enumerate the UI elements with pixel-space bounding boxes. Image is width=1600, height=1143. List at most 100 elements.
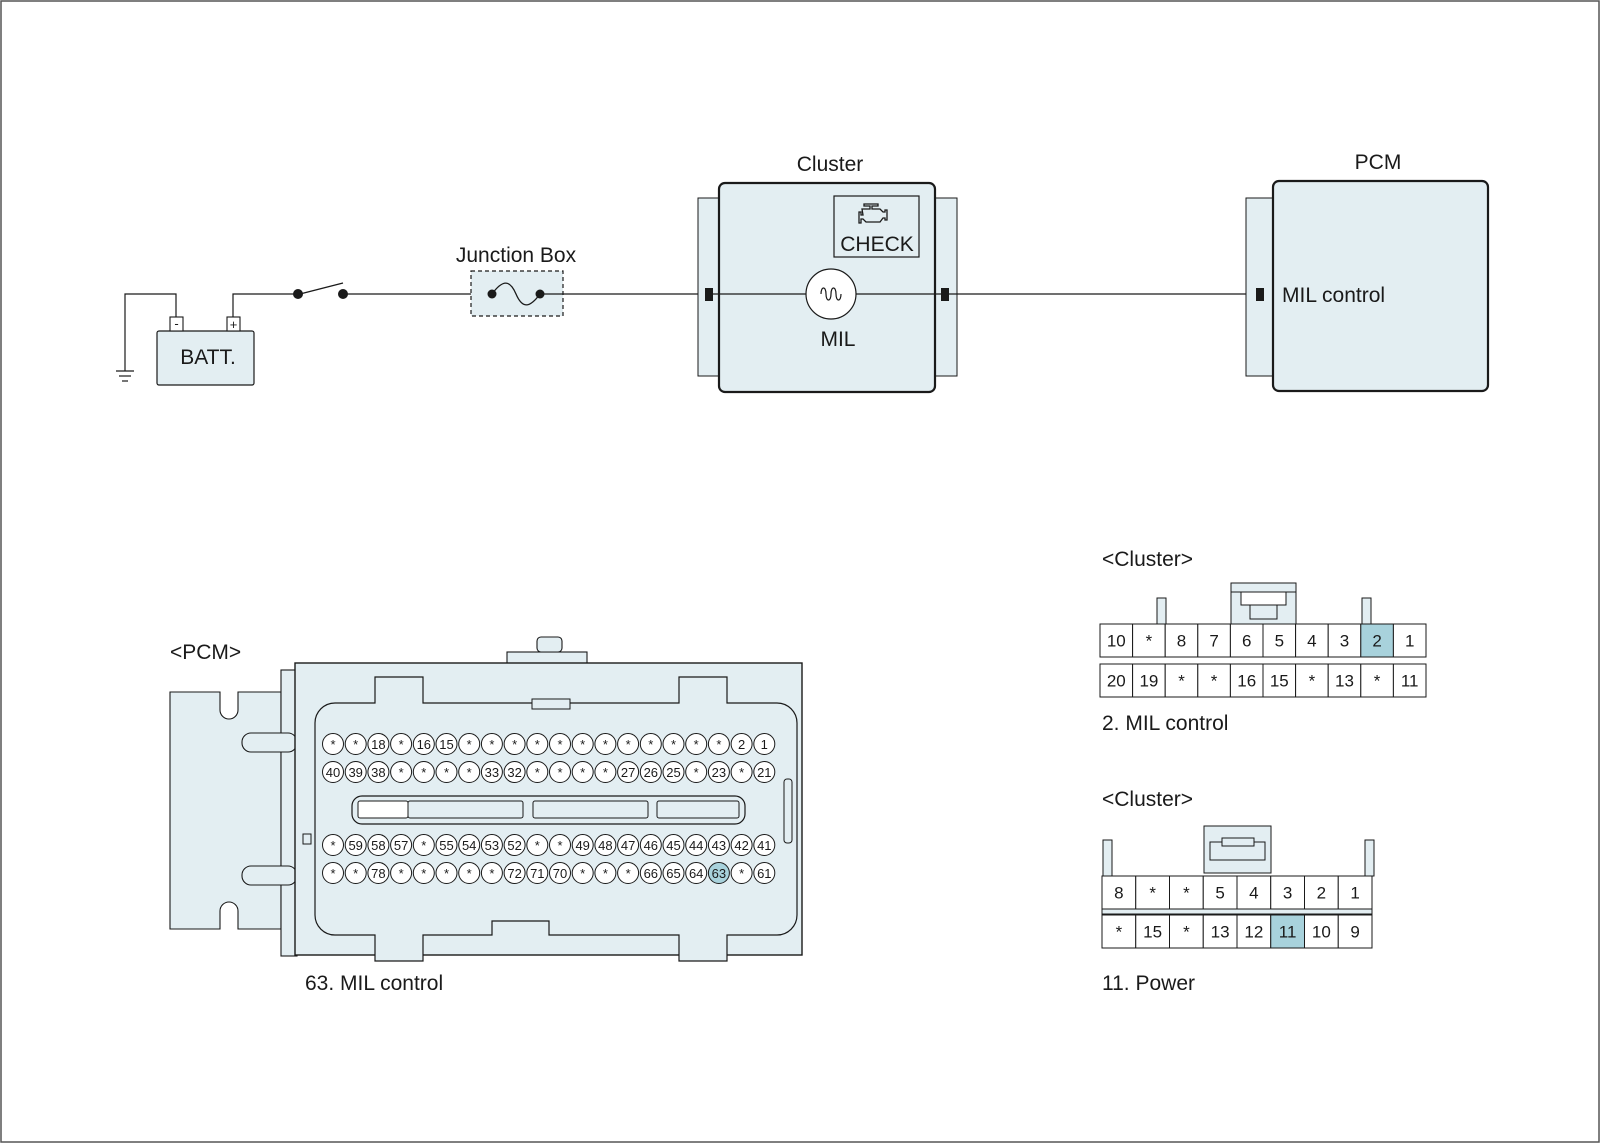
pcm-pin-circle [662, 834, 685, 856]
pcm-pin-circle [639, 834, 662, 856]
pcm-pin-circle [730, 834, 753, 856]
pcm-pin-label: 47 [621, 838, 635, 853]
cluster-b-pin-cell [1337, 875, 1373, 910]
pcm-pin-label: 64 [689, 866, 703, 881]
pcm-pin-circle [617, 733, 640, 755]
cluster-a-pin-cell [1262, 663, 1297, 698]
pcm-pin-circle [480, 761, 503, 783]
pcm-pin-circle [458, 862, 481, 884]
pcm-pin-label: 59 [348, 838, 362, 853]
cluster-a-pin-label: 5 [1275, 632, 1284, 651]
pcm-pin-circle [662, 733, 685, 755]
pcm-pin-circle [753, 761, 776, 783]
cluster-b-pin-label: 11 [1279, 923, 1297, 942]
cluster-b-pin-cell [1202, 914, 1238, 949]
cluster-a-pin-label: 19 [1139, 672, 1158, 691]
cluster-a-pin-label: * [1211, 672, 1218, 691]
pcm-pin-circle [435, 862, 458, 884]
cluster-b-pin-label: 3 [1283, 884, 1292, 903]
pcm-pin-label: * [330, 838, 335, 853]
pcm-pin-label: 58 [371, 838, 385, 853]
cluster-b-pin-cell [1270, 875, 1305, 910]
pcm-pin-label: * [671, 737, 676, 752]
pcm-pin-label: * [489, 866, 494, 881]
pcm-unit: PCM MIL control [1245, 151, 1490, 393]
pcm-pin-label: * [557, 765, 562, 780]
pcm-pin-label: 1 [761, 737, 768, 752]
pcm-pin-circle [503, 733, 526, 755]
ground-symbol-icon [116, 293, 177, 382]
pcm-pin-label: 43 [712, 838, 726, 853]
cluster-a-pin-cell [1360, 623, 1394, 658]
lamp-bulb-icon [805, 268, 857, 320]
pcm-pin-circle [412, 834, 435, 856]
pcm-pin-circle [662, 862, 685, 884]
pcm-pin-label: 16 [417, 737, 431, 752]
pcm-connector-mark [1256, 288, 1264, 301]
pcm-pin-circle [549, 761, 571, 783]
pcm-pin-label: 63 [712, 866, 726, 881]
pcm-pin-label: 15 [439, 737, 453, 752]
pcm-pin-label: * [421, 866, 426, 881]
pcm-pin-circle [707, 733, 730, 755]
pcm-pin-label: * [535, 838, 540, 853]
pcm-pin-circle [435, 761, 458, 783]
cluster-a-pin-label: * [1178, 672, 1185, 691]
pcm-pin-circle [503, 761, 526, 783]
pcm-pin-circle [639, 761, 662, 783]
pcm-pin-label: * [330, 866, 335, 881]
cluster-unit: Cluster CHECK MIL [697, 153, 958, 394]
pcm-pin-label: 66 [644, 866, 658, 881]
pcm-pin-circle [344, 862, 367, 884]
cluster-a-caption: 2. MIL control [1102, 712, 1228, 735]
pcm-pin-circle [571, 761, 594, 783]
pcm-pin-label: * [353, 737, 358, 752]
pcm-pin-circle [390, 761, 413, 783]
pcm-pin-label: 55 [439, 838, 453, 853]
pcm-pin-label: * [580, 737, 585, 752]
pcm-pin-label: * [580, 866, 585, 881]
pcm-pin-label: * [739, 765, 744, 780]
pcm-pin-label: 52 [507, 838, 521, 853]
pcm-pin-label: * [603, 737, 608, 752]
cluster-b-pin-label: 10 [1312, 923, 1331, 942]
pcm-pin-circle [594, 862, 617, 884]
pcm-pin-circle [753, 862, 776, 884]
pcm-pin-label: 57 [394, 838, 408, 853]
cluster-a-pin-label: * [1146, 632, 1153, 651]
cluster-b-pin-label: * [1116, 923, 1123, 942]
pcm-pin-circle [526, 733, 549, 755]
pcm-pin-circle [571, 862, 594, 884]
cluster-connector-b-title: <Cluster> [1102, 788, 1193, 811]
pcm-pin-label: * [739, 866, 744, 881]
pcm-pin-label: 21 [757, 765, 771, 780]
pcm-pin-circle [549, 834, 571, 856]
cluster-b-pin-cell [1169, 914, 1204, 949]
cluster-a-pin-cell [1132, 623, 1166, 658]
pcm-pin-label: 78 [371, 866, 385, 881]
pcm-pin-label: * [557, 737, 562, 752]
pcm-pin-circle [322, 834, 344, 856]
pcm-pin-label: 26 [644, 765, 658, 780]
pcm-pin-circle [412, 862, 435, 884]
pcm-pin-circle [594, 733, 617, 755]
pcm-pin-label: 48 [598, 838, 612, 853]
pcm-pin-label: * [626, 866, 631, 881]
cluster-b-pin-label: 12 [1244, 923, 1263, 942]
cluster-a-pin-cell [1099, 623, 1134, 658]
cluster-a-pin-cell [1295, 623, 1329, 658]
pcm-pin-label: 39 [348, 765, 362, 780]
pcm-pin-label: 41 [757, 838, 771, 853]
pcm-pin-circle [685, 862, 708, 884]
pcm-pin-circle [503, 834, 526, 856]
pcm-connector-title: <PCM> [170, 641, 241, 664]
cluster-right-connector-mark [941, 288, 949, 301]
pcm-connector-mount-tab [169, 691, 282, 930]
cluster-a-pin-label: 3 [1340, 632, 1349, 651]
pcm-pin-circle [367, 862, 390, 884]
pcm-pin-label: 2 [738, 737, 745, 752]
pcm-pin-label: * [399, 737, 404, 752]
cluster-b-pin-label: 15 [1143, 923, 1162, 942]
cluster-b-pin-cell [1270, 914, 1305, 949]
